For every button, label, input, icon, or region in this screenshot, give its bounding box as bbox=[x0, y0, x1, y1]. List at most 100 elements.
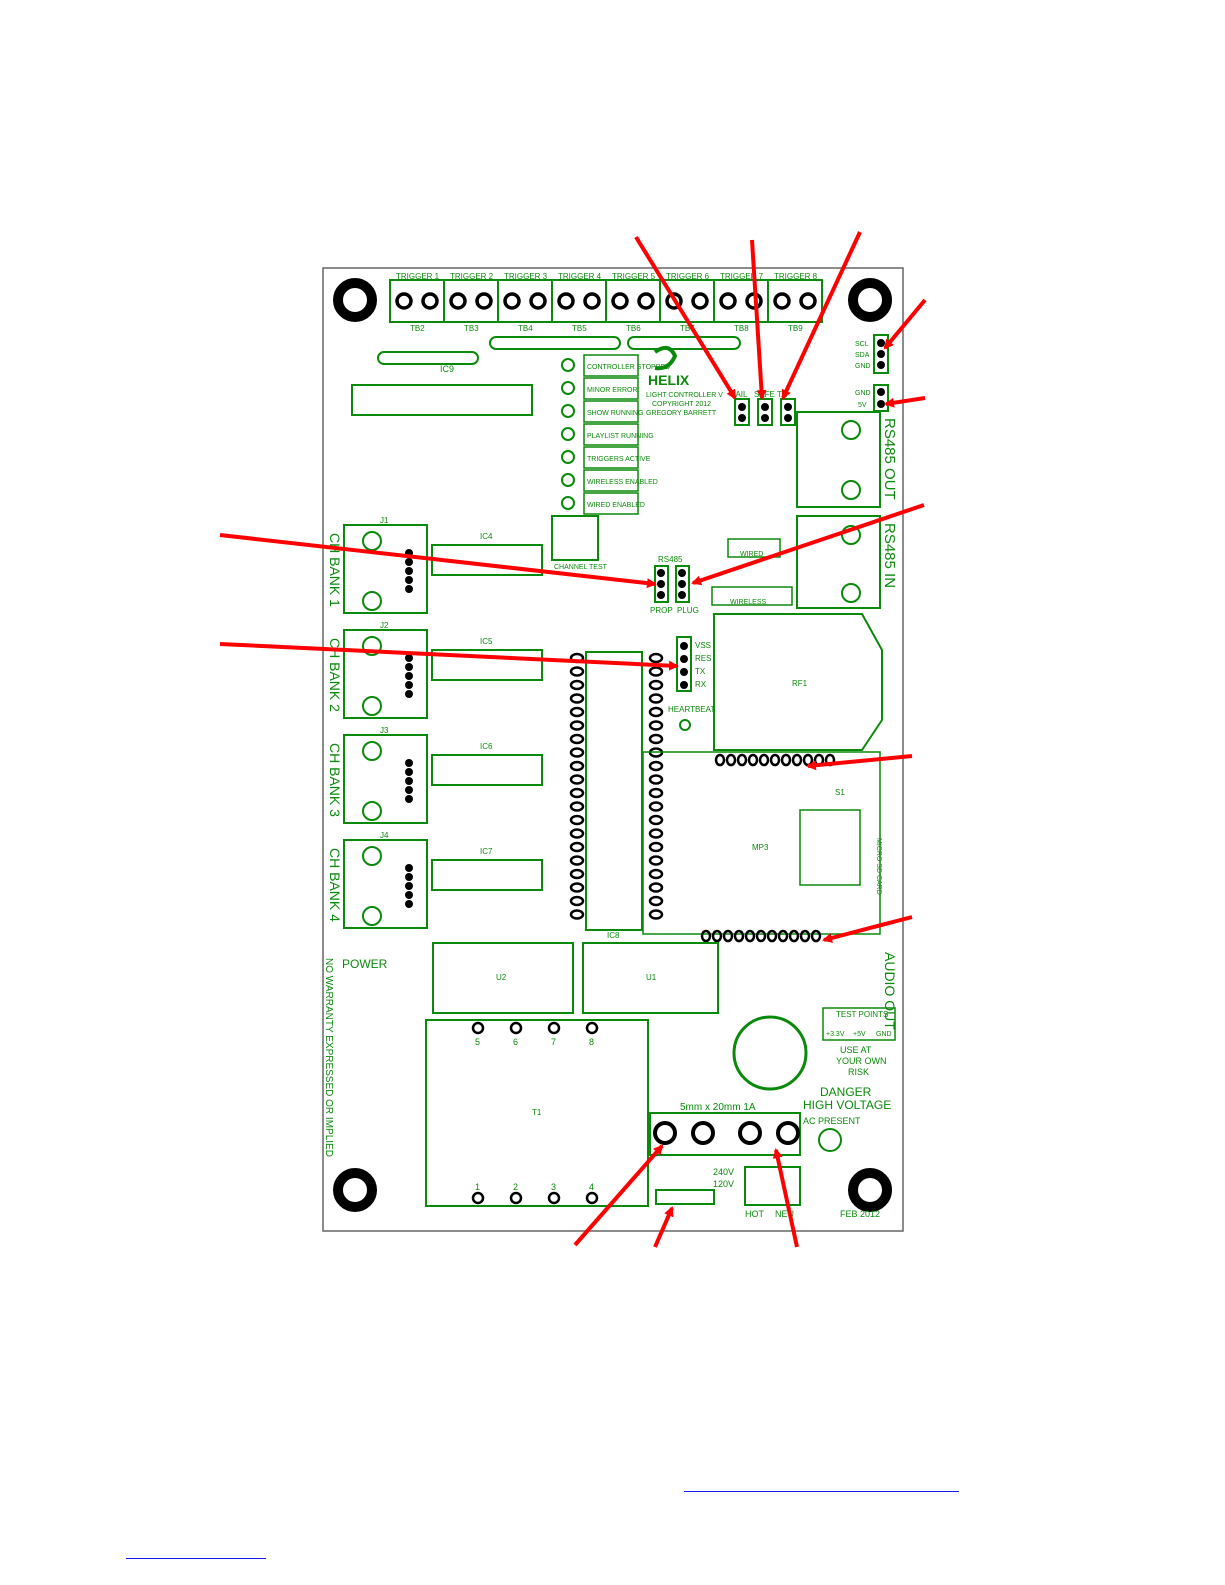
jack-ref: J4 bbox=[380, 831, 389, 840]
ic8-pin bbox=[569, 855, 585, 866]
mp3-pin bbox=[733, 929, 745, 943]
hyperlink-underline[interactable] bbox=[126, 1558, 266, 1559]
jumper-pin bbox=[784, 414, 792, 422]
ic8-pin bbox=[569, 868, 585, 880]
transformer-label: T1 bbox=[532, 1108, 542, 1117]
trigger-label: TRIGGER 7 bbox=[720, 272, 764, 281]
status-led-label: CONTROLLER STOPPED bbox=[587, 364, 670, 371]
trigger-block-label: TB2 bbox=[410, 324, 425, 333]
status-led-label: SHOW RUNNING bbox=[587, 410, 643, 417]
trigger-block bbox=[767, 279, 823, 323]
bank-label: CH BANK 3 bbox=[327, 743, 343, 817]
mp3-pin bbox=[810, 929, 822, 943]
ic8-pin bbox=[648, 868, 664, 880]
channel-test-switch: CHANNEL TEST bbox=[551, 515, 608, 571]
driver-ic-label: IC5 bbox=[480, 637, 493, 646]
bank-jack bbox=[343, 734, 428, 824]
author-label: GREGORY BARRETT bbox=[646, 410, 717, 417]
driver-ic-label: IC7 bbox=[480, 847, 493, 856]
ic8-pin bbox=[648, 693, 664, 704]
mode-jumper-label: SAFE bbox=[754, 390, 775, 399]
mp3-pin bbox=[799, 929, 811, 943]
rs485-in-jack: RS485 IN bbox=[796, 515, 898, 609]
jack-pin bbox=[405, 585, 413, 593]
rs485-jumper-label: RS485 bbox=[658, 555, 683, 564]
jack-ref: J1 bbox=[380, 516, 389, 525]
status-led-label: WIRED ENABLED bbox=[587, 502, 645, 509]
transformer-pin-label: 7 bbox=[551, 1037, 556, 1047]
prog-res: RES bbox=[695, 654, 711, 663]
jack-pin bbox=[405, 654, 413, 662]
transformer-pin bbox=[509, 1021, 523, 1035]
hyperlink-underline[interactable] bbox=[684, 1491, 959, 1492]
jack-latch bbox=[362, 906, 382, 926]
status-led bbox=[561, 358, 575, 372]
ic8-pin bbox=[569, 828, 585, 839]
rf-label: RF1 bbox=[792, 679, 808, 688]
terminal-screw bbox=[691, 292, 709, 310]
bus-label-sda: SDA bbox=[855, 352, 870, 359]
prog-tx: TX bbox=[695, 667, 706, 676]
ic8-pin bbox=[648, 828, 664, 839]
terminal-screw bbox=[503, 292, 521, 310]
terminal-screw bbox=[799, 292, 817, 310]
transformer-pin bbox=[547, 1021, 561, 1035]
rs485-out-jack: RS485 OUT bbox=[796, 411, 898, 508]
jack-pin bbox=[405, 882, 413, 890]
ic8-pin bbox=[648, 706, 664, 718]
test-points-label: TEST POINTS bbox=[836, 1010, 888, 1019]
ic8-pin bbox=[648, 855, 664, 866]
mode-jumper bbox=[734, 398, 750, 426]
transformer-pin-label: 8 bbox=[589, 1037, 594, 1047]
driver-ic-label: IC4 bbox=[480, 532, 493, 541]
bus-label-gnd2: GND bbox=[855, 390, 871, 397]
ic9-label: IC9 bbox=[440, 364, 454, 374]
mp3-pin bbox=[747, 753, 759, 767]
bank-label: CH BANK 2 bbox=[327, 638, 343, 712]
mp3-pin bbox=[766, 929, 778, 943]
rs485-out-label: RS485 OUT bbox=[881, 418, 898, 500]
ic8-pin bbox=[648, 909, 664, 920]
jack-pin bbox=[405, 672, 413, 680]
plug-label: PLUG bbox=[677, 606, 699, 615]
ic8-pin bbox=[569, 720, 585, 731]
jack-pin bbox=[405, 891, 413, 899]
trigger-label: TRIGGER 5 bbox=[612, 272, 656, 281]
mp3-pin bbox=[755, 929, 767, 943]
terminal-screw bbox=[529, 292, 547, 310]
jumper-pin bbox=[784, 403, 792, 411]
jack-pin bbox=[405, 786, 413, 794]
jack-pin bbox=[405, 900, 413, 908]
transformer-pin bbox=[509, 1191, 523, 1205]
jack-latch bbox=[362, 741, 382, 761]
tp-33: +3.3V bbox=[826, 1031, 845, 1038]
jumper-pin bbox=[738, 403, 746, 411]
u2-label: U2 bbox=[496, 973, 507, 982]
transformer-pin bbox=[585, 1021, 599, 1035]
ic9-chip: IC9 bbox=[351, 364, 533, 416]
ic8-pin bbox=[648, 895, 664, 907]
resistor-arrays bbox=[377, 336, 741, 365]
status-led-box bbox=[583, 492, 639, 515]
transformer-pin bbox=[471, 1191, 485, 1205]
status-led-box bbox=[583, 446, 639, 469]
ic8-pin bbox=[569, 733, 585, 745]
mp3-pin bbox=[769, 753, 781, 767]
copyright-label: COPYRIGHT 2012 bbox=[652, 401, 711, 408]
jack-latch bbox=[362, 846, 382, 866]
rf-module: RF1 bbox=[713, 613, 883, 751]
status-led-box bbox=[583, 354, 639, 377]
jack-pin bbox=[405, 768, 413, 776]
status-led-label: MINOR ERROR bbox=[587, 387, 638, 394]
mode-jumper-label: FAIL bbox=[731, 390, 748, 399]
wireless-label: WIRELESS bbox=[730, 599, 767, 606]
status-led-box bbox=[583, 423, 639, 446]
trigger-label: TRIGGER 1 bbox=[396, 272, 440, 281]
test-points: TEST POINTS +3.3V +5V GND USE AT YOUR OW… bbox=[803, 1007, 896, 1112]
ic8-pin bbox=[569, 787, 585, 799]
mp3-pin bbox=[736, 753, 748, 767]
ic8-pin bbox=[569, 841, 585, 853]
status-led bbox=[561, 381, 575, 395]
